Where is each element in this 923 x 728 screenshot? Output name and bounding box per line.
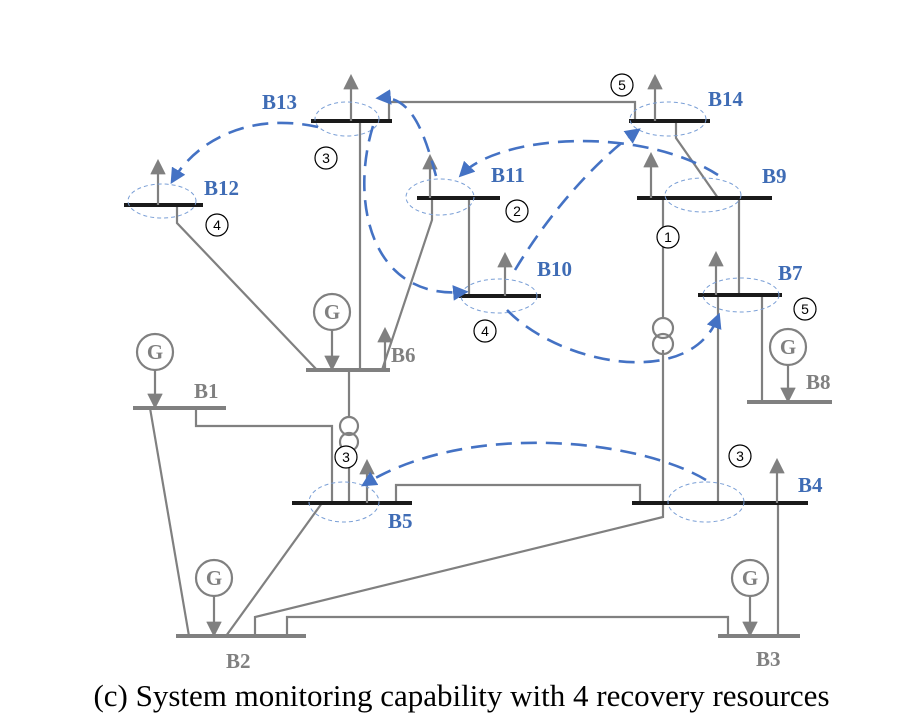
generator-symbol: G xyxy=(206,566,222,590)
zone-b5 xyxy=(308,481,380,523)
marker-b7: 5 xyxy=(793,297,817,321)
route-b9-b11 xyxy=(458,139,719,178)
generator-symbol: G xyxy=(742,566,758,590)
line-b1-b5 xyxy=(194,408,334,503)
zone-b10 xyxy=(460,278,538,314)
svg-text:3: 3 xyxy=(322,150,330,166)
marker-b13: 3 xyxy=(314,146,338,170)
bus-label-b14: B14 xyxy=(708,87,744,111)
bus-labels: B1 B2 B3 B4 B5 B6 B7 B8 B9 B10 B11 B12 B… xyxy=(194,87,831,673)
zone-b9 xyxy=(664,177,742,213)
marker-b5: 3 xyxy=(334,445,358,469)
bus-label-b9: B9 xyxy=(762,164,787,188)
resource-markers: 5 3 4 2 1 4 5 3 xyxy=(205,73,817,469)
route-b11-b13 xyxy=(375,89,438,177)
line-b2-b5 xyxy=(225,502,323,637)
zone-b4 xyxy=(667,481,745,523)
bus-label-b2: B2 xyxy=(226,649,251,673)
zone-b7 xyxy=(702,277,780,313)
zone-b12 xyxy=(127,183,197,219)
generators: G G G G G xyxy=(135,292,808,638)
marker-b14: 5 xyxy=(610,73,634,97)
line-b1-b2 xyxy=(148,407,191,637)
bus-label-b13: B13 xyxy=(262,90,297,114)
recovery-routes xyxy=(170,89,722,487)
route-b13-b12 xyxy=(170,121,319,185)
bus-label-b8: B8 xyxy=(806,370,831,394)
bus-label-b11: B11 xyxy=(491,163,525,187)
bus-label-b6: B6 xyxy=(391,343,416,367)
svg-text:1: 1 xyxy=(664,229,672,245)
svg-text:5: 5 xyxy=(801,301,809,317)
route-b13-b10 xyxy=(363,125,469,301)
marker-b9: 1 xyxy=(656,225,680,249)
load-arrows xyxy=(150,73,785,503)
svg-text:3: 3 xyxy=(342,449,350,465)
figure-caption: (c) System monitoring capability with 4 … xyxy=(93,678,830,713)
bus-label-b7: B7 xyxy=(778,261,803,285)
zone-b13 xyxy=(314,101,380,137)
svg-text:3: 3 xyxy=(736,448,744,464)
bus-label-b4: B4 xyxy=(798,473,823,497)
marker-b4: 3 xyxy=(728,444,752,468)
marker-b10: 4 xyxy=(473,319,497,343)
svg-text:2: 2 xyxy=(513,203,521,219)
line-b5-b4 xyxy=(394,483,642,503)
transmission-lines xyxy=(148,100,780,637)
line-b13-b14 xyxy=(387,100,637,121)
transformer-b9-b4-lower xyxy=(651,332,675,356)
line-b14-b9 xyxy=(674,121,719,199)
monitoring-zones xyxy=(127,101,780,523)
bus-label-b3: B3 xyxy=(756,647,781,671)
generator-b8: G xyxy=(768,327,808,404)
route-b10-b7 xyxy=(506,309,722,364)
line-b6-b11 xyxy=(380,198,434,371)
marker-b12: 4 xyxy=(205,213,229,237)
route-b10-b14 xyxy=(513,128,641,271)
svg-text:4: 4 xyxy=(481,323,489,339)
route-b4-b5 xyxy=(361,441,707,487)
bus-label-b12: B12 xyxy=(204,176,239,200)
generator-symbol: G xyxy=(780,335,796,359)
generator-b1: G xyxy=(135,332,175,410)
generator-b6: G xyxy=(312,292,352,372)
line-b2-b4 xyxy=(253,503,665,636)
generator-b3: G xyxy=(730,558,770,638)
generator-symbol: G xyxy=(324,300,340,324)
marker-b11: 2 xyxy=(505,199,529,223)
bus-label-b5: B5 xyxy=(388,509,413,533)
transformer-b5-b6-upper xyxy=(338,415,360,437)
line-b2-b3 xyxy=(285,615,730,636)
svg-text:4: 4 xyxy=(213,217,221,233)
generator-b2: G xyxy=(194,558,234,638)
line-b6-b12 xyxy=(175,205,318,371)
svg-text:5: 5 xyxy=(618,77,626,93)
generator-symbol: G xyxy=(147,340,163,364)
bus-label-b10: B10 xyxy=(537,257,572,281)
zone-b14 xyxy=(629,101,707,137)
transformer-b9-b4-upper xyxy=(651,316,675,340)
bus-label-b1: B1 xyxy=(194,379,219,403)
zone-b11 xyxy=(405,178,475,216)
